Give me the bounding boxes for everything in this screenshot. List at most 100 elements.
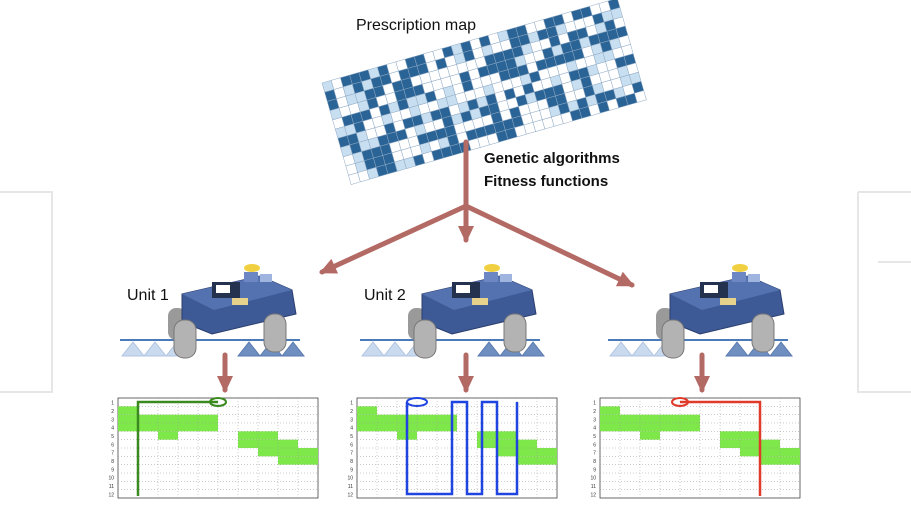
robot-box [260,274,272,282]
spray-cone [476,341,502,357]
grid-row-tick: 1 [593,401,596,407]
spray-cone [142,341,168,357]
process-line-2: Fitness functions [484,173,609,190]
spray-cone [382,341,408,357]
grid-row-tick: 12 [347,492,353,498]
grid-row-tick: 2 [350,409,353,415]
grid-row-tick: 1 [111,401,114,407]
arrow-unit-3-to-grid-head [694,376,710,393]
robot-beacon [244,264,260,272]
treated-cell [357,406,377,415]
robot-plate [472,298,488,305]
treated-cell [158,431,178,440]
treated-cell [600,423,700,432]
treated-cell [600,406,620,415]
treated-cell [600,414,700,423]
treated-cell [258,448,318,457]
grid-row-tick: 3 [593,417,596,423]
grid-row-tick: 7 [593,451,596,457]
grid-row-tick: 11 [109,484,114,490]
arrow-to-unit-3-head [615,271,635,287]
grid-row-tick: 5 [111,434,114,440]
grid-row-tick: 5 [593,434,596,440]
grid-row-tick: 11 [348,484,353,490]
unit-1-label: Unit 1 [127,287,169,304]
spray-cone [724,341,750,357]
unit-path [136,400,218,496]
grid-row-tick: 2 [111,409,114,415]
grid-row-tick: 4 [111,426,114,432]
wheel [503,313,527,353]
robot-3 [608,264,794,359]
treated-cell [720,431,760,440]
treated-cell [118,414,218,423]
grid-row-tick: 10 [108,476,114,482]
path-start [406,397,428,407]
robot-box [748,274,760,282]
robot-display [216,285,230,293]
spray-cone [520,341,546,357]
grid-row-tick: 12 [108,492,114,498]
arrow-unit-1-to-grid-head [217,376,233,393]
grid-row-tick: 10 [590,476,596,482]
wheel [173,319,197,359]
wheel [661,319,685,359]
robot-beacon [732,264,748,272]
robot-beacon [484,264,500,272]
wheel [263,313,287,353]
grid-row-tick: 2 [593,409,596,415]
process-line-1: Genetic algorithms [484,150,620,167]
spray-cone [768,341,794,357]
robot-box [484,272,498,282]
spray-cone [608,341,634,357]
treated-cell [640,431,660,440]
treated-cell [278,456,318,465]
robot-1 [120,264,306,359]
treated-cell [238,439,298,448]
path-start [671,397,689,407]
grid-row-tick: 4 [350,426,353,432]
robot-plate [232,298,248,305]
grid-row-tick: 7 [111,451,114,457]
robot-box [244,272,258,282]
spray-cone [120,341,146,357]
spray-cone [280,341,306,357]
treated-cell [118,423,218,432]
wheel [413,319,437,359]
treated-cell [517,456,557,465]
treated-cell [760,456,800,465]
unit-path [680,400,762,496]
spray-cone [360,341,386,357]
treated-cell [720,439,780,448]
robot-display [704,285,718,293]
arrow-to-unit-1-head [319,258,339,274]
grid-row-tick: 1 [350,401,353,407]
robot-box [732,272,746,282]
grid-row-tick: 7 [350,451,353,457]
grid-row-tick: 11 [591,484,596,490]
treated-cell [118,406,138,415]
grid-row-tick: 3 [111,417,114,423]
grid-row-tick: 3 [350,417,353,423]
robot-display [456,285,470,293]
grid-row-tick: 6 [111,442,114,448]
path-start [209,397,227,407]
treated-cell [238,431,278,440]
grid-row-tick: 6 [593,442,596,448]
robot-plate [720,298,736,305]
arrow-to-unit-1 [319,203,469,275]
grid-row-tick: 4 [593,426,596,432]
treated-cell [477,439,537,448]
grid-row-tick: 6 [350,442,353,448]
unit-2-label: Unit 2 [364,287,406,304]
arrow-unit-2-to-grid-head [458,376,474,393]
arrow-to-unit-3 [463,203,635,288]
grid-row-tick: 8 [350,459,353,465]
map-cell [634,90,647,103]
